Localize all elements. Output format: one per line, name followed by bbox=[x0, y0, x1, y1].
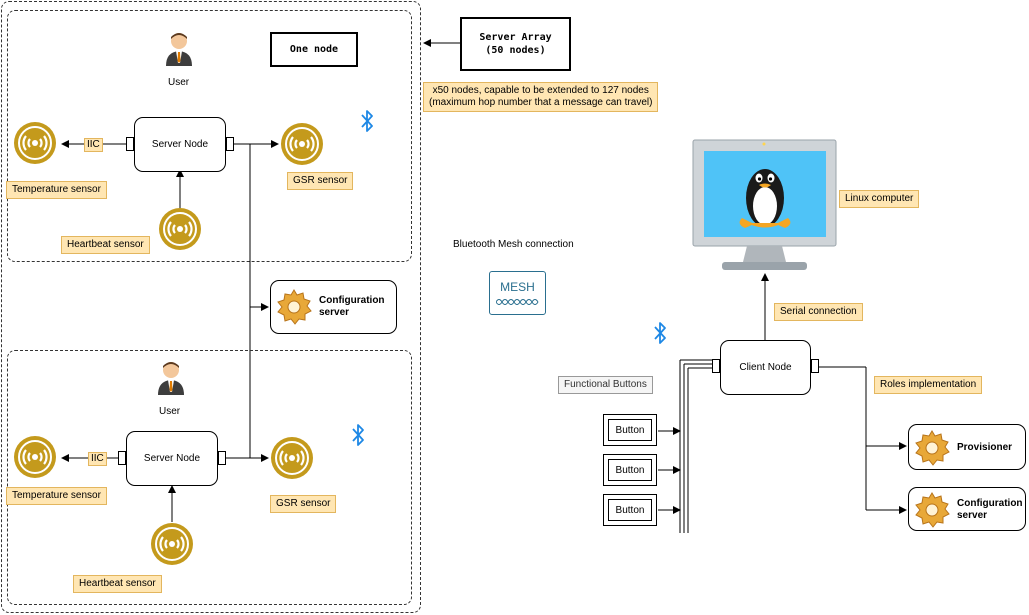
config-server-line1: Configuration bbox=[957, 498, 1023, 509]
sensor-icon bbox=[14, 122, 56, 164]
top-node-group bbox=[7, 10, 412, 262]
port bbox=[712, 359, 720, 373]
temperature-sensor-label: Temperature sensor bbox=[6, 487, 107, 505]
heartbeat-sensor-label: Heartbeat sensor bbox=[73, 575, 162, 593]
serial-connection-label: Serial connection bbox=[774, 303, 863, 321]
user-icon bbox=[166, 33, 192, 66]
sensor-icon bbox=[281, 123, 323, 165]
client-node[interactable]: Client Node bbox=[720, 340, 811, 395]
config-server-line2: server bbox=[319, 307, 350, 318]
bottom-node-group bbox=[7, 350, 412, 605]
configuration-server-left[interactable]: Configuration server bbox=[270, 280, 397, 334]
nodes-note: x50 nodes, capable to be extended to 127… bbox=[423, 82, 659, 112]
button-2[interactable]: Button bbox=[603, 454, 657, 486]
button-1[interactable]: Button bbox=[603, 414, 657, 446]
port bbox=[226, 137, 234, 151]
server-node-label: Server Node bbox=[151, 139, 209, 150]
one-node-text: One node bbox=[289, 44, 339, 55]
mesh-logo-icon: MESH bbox=[489, 271, 546, 315]
linux-computer-icon bbox=[692, 139, 837, 270]
gear-icon bbox=[277, 289, 312, 325]
nodes-note-line1: x50 nodes, capable to be extended to 127… bbox=[432, 85, 649, 96]
sensor-icon bbox=[159, 208, 201, 250]
config-server-label: Configuration server bbox=[957, 498, 1023, 522]
button-1-label: Button bbox=[608, 419, 652, 441]
server-array-box: Server Array (50 nodes) bbox=[460, 17, 571, 71]
config-server-line2: server bbox=[957, 510, 988, 521]
linux-computer-label: Linux computer bbox=[839, 190, 920, 208]
server-array-line1: Server Array bbox=[479, 32, 552, 43]
temperature-sensor-label: Temperature sensor bbox=[6, 181, 107, 199]
bluetooth-icon bbox=[654, 322, 666, 344]
port bbox=[811, 359, 819, 373]
server-node-bottom[interactable]: Server Node bbox=[126, 431, 218, 486]
provisioner-label: Provisioner bbox=[957, 442, 1013, 453]
gear-icon bbox=[915, 492, 950, 528]
mesh-wave-icon bbox=[496, 299, 539, 305]
iic-label: IIC bbox=[84, 138, 103, 152]
port bbox=[218, 451, 226, 465]
server-node-label: Server Node bbox=[143, 453, 201, 464]
one-node-label: One node bbox=[270, 32, 358, 67]
gsr-sensor-label: GSR sensor bbox=[270, 495, 337, 513]
bluetooth-mesh-label: Bluetooth Mesh connection bbox=[453, 239, 574, 250]
functional-buttons-label: Functional Buttons bbox=[558, 376, 653, 394]
client-node-label: Client Node bbox=[739, 362, 792, 373]
roles-implementation-label: Roles implementation bbox=[874, 376, 983, 394]
mesh-logo-text: MESH bbox=[500, 280, 535, 294]
sensor-icon bbox=[14, 436, 56, 478]
gear-icon bbox=[915, 430, 950, 466]
server-node-top[interactable]: Server Node bbox=[134, 117, 226, 172]
user-label: User bbox=[159, 406, 181, 417]
user-label: User bbox=[168, 77, 190, 88]
iic-label: IIC bbox=[88, 452, 107, 466]
button-3[interactable]: Button bbox=[603, 494, 657, 526]
provisioner-box[interactable]: Provisioner bbox=[908, 424, 1026, 470]
config-server-line1: Configuration bbox=[319, 295, 385, 306]
port bbox=[118, 451, 126, 465]
server-array-frame bbox=[1, 1, 421, 613]
button-3-label: Button bbox=[608, 499, 652, 521]
gsr-sensor-label: GSR sensor bbox=[287, 172, 354, 190]
user-icon bbox=[158, 362, 184, 395]
button-2-label: Button bbox=[608, 459, 652, 481]
configuration-server-right[interactable]: Configuration server bbox=[908, 487, 1026, 531]
bluetooth-icon bbox=[361, 110, 373, 132]
nodes-note-line2: (maximum hop number that a message can t… bbox=[429, 97, 653, 108]
heartbeat-sensor-label: Heartbeat sensor bbox=[61, 236, 150, 254]
sensor-icon bbox=[151, 523, 193, 565]
server-array-line2: (50 nodes) bbox=[485, 45, 546, 56]
port bbox=[126, 137, 134, 151]
config-server-label: Configuration server bbox=[319, 295, 385, 319]
bluetooth-icon bbox=[352, 424, 364, 446]
sensor-icon bbox=[271, 437, 313, 479]
